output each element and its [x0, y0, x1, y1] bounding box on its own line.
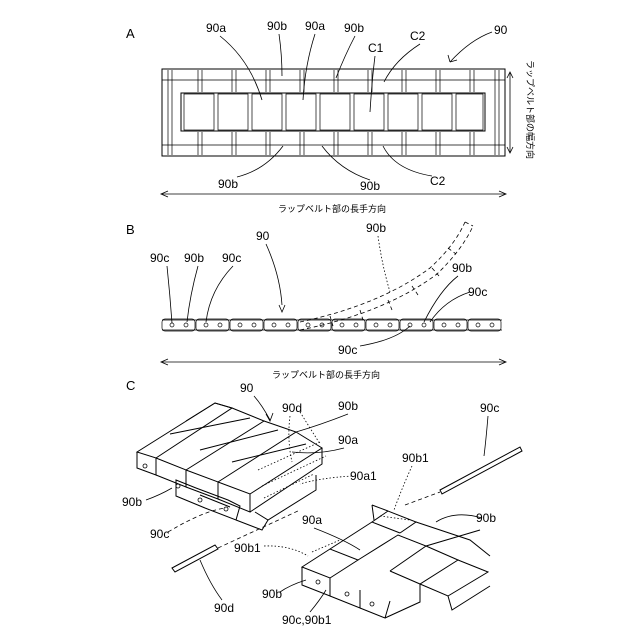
label-90b-c-top: 90b: [338, 399, 358, 413]
label-90b-b-top: 90b: [366, 221, 386, 235]
upper-left-assembly: [137, 403, 322, 530]
top-outer-links: [162, 70, 505, 155]
label-90a-c-top: 90a: [338, 433, 358, 447]
label-90b-b-1: 90b: [184, 251, 204, 265]
label-90b-bottom-2: 90b: [360, 179, 380, 193]
length-direction-label-a: ラップベルト部の長手方向: [278, 203, 386, 214]
label-90b1-c-mid: 90b1: [402, 451, 429, 465]
center-links: [184, 94, 483, 130]
label-90b-c-right: 90b: [476, 511, 496, 525]
length-direction-arrow-b: [161, 359, 506, 365]
pin-90c-right-extension: [405, 492, 440, 505]
label-c2-top: C2: [410, 29, 426, 43]
panel-b-leaders: [167, 236, 470, 346]
label-90b-b-right: 90b: [452, 261, 472, 275]
label-90a1: 90a1: [350, 469, 377, 483]
pin-90d-left: [172, 545, 218, 572]
length-direction-arrow-a: [161, 191, 506, 197]
center-band: [181, 93, 485, 131]
label-90b-top-1: 90b: [267, 19, 287, 33]
label-90c-b-right: 90c: [468, 285, 487, 299]
label-90c-b-1: 90c: [150, 251, 169, 265]
label-90b1-c-left: 90b1: [234, 541, 261, 555]
panel-a: A 90a 90b 90a: [126, 19, 536, 214]
lower-right-assembly: [302, 505, 490, 618]
label-90c-c-left: 90c: [150, 527, 169, 541]
label-90b-top-2: 90b: [344, 21, 364, 35]
label-90b-c-bottom: 90b: [262, 587, 282, 601]
label-90a-top-2: 90a: [305, 19, 325, 33]
label-90-a: 90: [494, 23, 508, 37]
belt-outline: [162, 69, 505, 156]
width-direction-label: ラップベルト部の幅方向: [525, 60, 536, 159]
label-90c-b-2: 90c: [222, 251, 241, 265]
label-90c-90b1: 90c,90b1: [282, 613, 332, 627]
label-90c-c-right: 90c: [480, 401, 499, 415]
label-90c-b-bottom: 90c: [338, 343, 357, 357]
panel-c-label: C: [126, 378, 135, 393]
panel-b: B: [126, 221, 506, 380]
panel-c: C: [122, 378, 522, 627]
label-90-b: 90: [256, 229, 270, 243]
pin-90c-right: [440, 447, 522, 494]
label-90d-c-top: 90d: [282, 401, 302, 415]
label-c2-bottom: C2: [430, 174, 446, 188]
bottom-outer-links: [162, 132, 505, 155]
panel-a-leaders: [220, 32, 492, 112]
label-90b-c-left: 90b: [122, 495, 142, 509]
lower-right-hidden: [312, 516, 410, 552]
label-90-c: 90: [240, 381, 254, 395]
label-90a-top-1: 90a: [206, 21, 226, 35]
width-direction-arrow: [507, 72, 513, 153]
panel-a-label: A: [126, 26, 135, 41]
label-90b-bottom-1: 90b: [218, 177, 238, 191]
length-direction-label-b: ラップベルト部の長手方向: [272, 369, 380, 380]
label-90a-c-mid: 90a: [302, 513, 322, 527]
panel-b-label: B: [126, 222, 135, 237]
label-90d-c-bottom: 90d: [214, 601, 234, 615]
label-c1: C1: [368, 41, 384, 55]
flat-chain: [162, 319, 502, 331]
bent-chain-dashed: [300, 222, 473, 330]
